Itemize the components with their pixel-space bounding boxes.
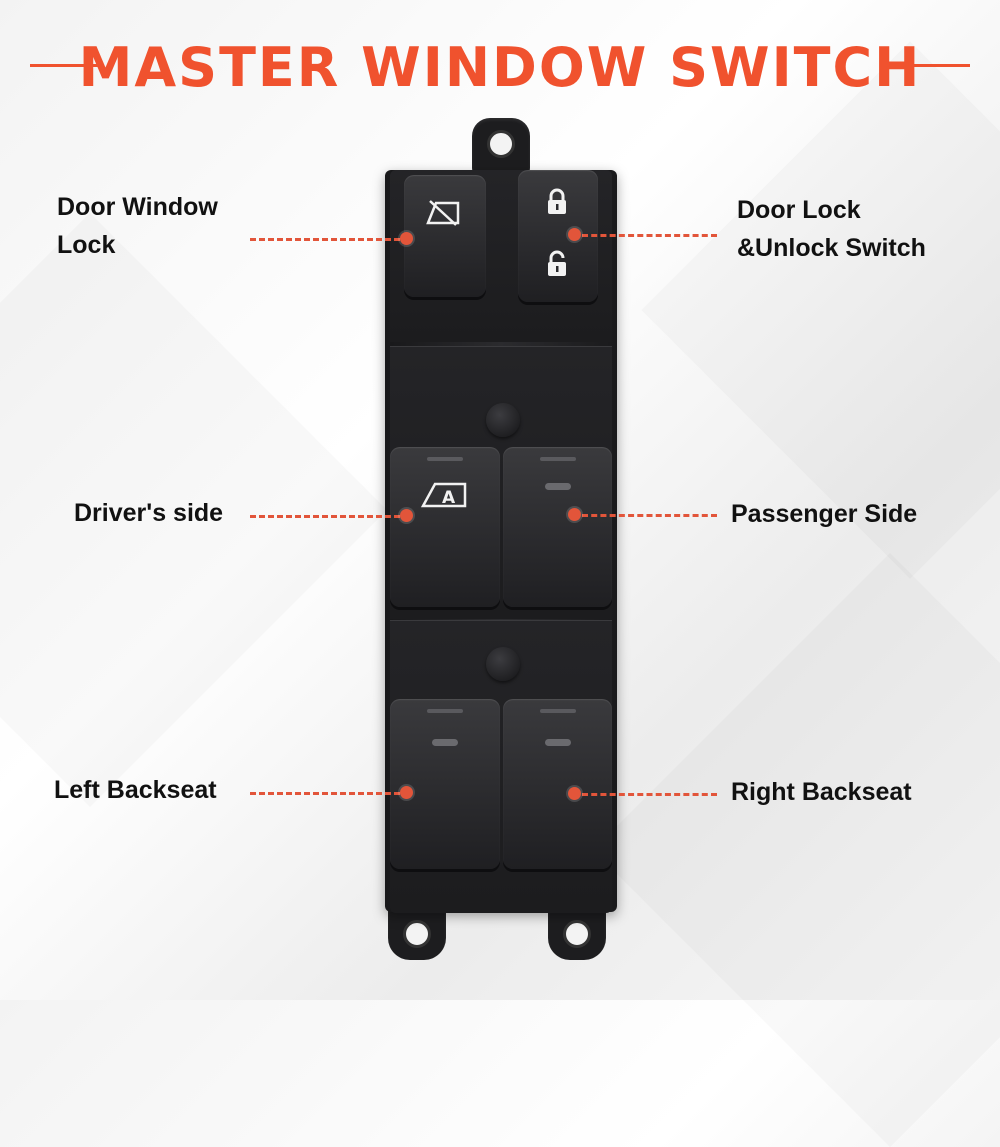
label-door-window-lock: Door Window Lock [57,193,218,259]
page-title: MASTER WINDOW SWITCH [78,36,922,99]
label-left-backseat: Left Backseat [54,776,217,804]
background-facet [593,553,1000,1147]
master-window-switch: A [380,118,622,960]
callout-dot [568,508,581,521]
mount-hole [563,920,591,948]
auto-window-icon: A [420,482,467,508]
indicator-light [544,739,571,746]
callout-dot [400,232,413,245]
indicator-light [544,483,571,490]
switch-ridge [427,709,463,713]
left-backseat-switch[interactable] [390,699,500,869]
front-windows-section: A [390,346,612,619]
mount-hole [403,920,431,948]
callout-line [582,234,717,237]
switch-housing: A [385,170,617,913]
window-lock-button[interactable] [404,175,486,297]
callout-dot [568,787,581,800]
padlock-open-icon [548,250,566,276]
mount-hole [487,130,515,158]
rear-center-knob[interactable] [486,647,520,681]
callout-dot [400,509,413,522]
callout-line [250,792,400,795]
label-passenger-side: Passenger Side [731,500,918,528]
title-left-rule [30,64,100,67]
callout-line [250,238,400,241]
title-right-rule [900,64,970,67]
label-right-backseat: Right Backseat [731,778,912,806]
callout-line [582,514,717,517]
switch-ridge [427,457,463,461]
switch-ridge [539,457,576,461]
callout-line [582,793,717,796]
indicator-light [432,739,458,746]
callout-line [250,515,400,518]
label-door-lock-switch: Door Lock &Unlock Switch [737,196,926,262]
switch-ridge [539,709,576,713]
window-lock-icon [426,200,460,226]
padlock-closed-icon [548,188,566,214]
passenger-window-switch[interactable] [503,447,612,607]
title-banner: MASTER WINDOW SWITCH [0,28,1000,100]
rear-windows-section [390,620,612,913]
drivers-window-switch[interactable]: A [390,447,500,607]
lock-section [390,170,612,342]
callout-dot [400,786,413,799]
svg-text:A: A [442,488,456,508]
label-drivers-side: Driver's side [74,499,224,527]
top-mount-tab [472,118,530,178]
right-backseat-switch[interactable] [503,699,612,869]
mirror-adjust-knob[interactable] [486,403,520,437]
callout-dot [568,228,581,241]
